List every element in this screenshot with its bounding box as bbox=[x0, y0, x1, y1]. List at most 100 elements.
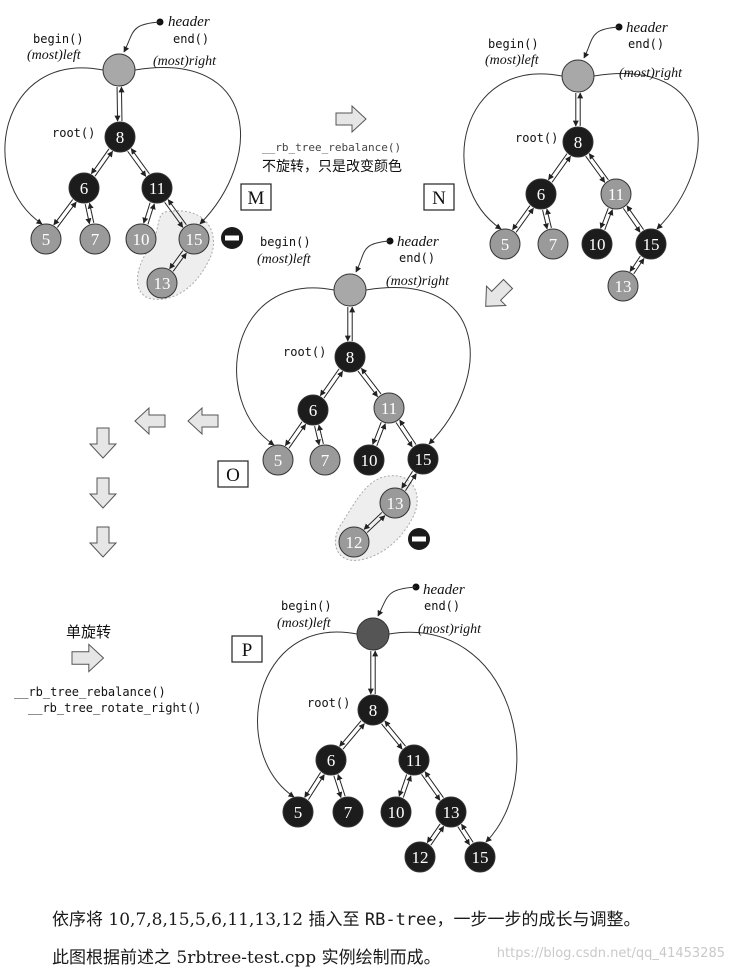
end-label-o: end() bbox=[399, 251, 435, 265]
tree-node-o-5 bbox=[262, 444, 294, 476]
step-m-box bbox=[240, 183, 272, 211]
tree-edge-p-6-up bbox=[342, 723, 365, 750]
tree-node-p-13-label: 13 bbox=[443, 803, 460, 822]
header-root-link-m-up bbox=[118, 86, 125, 121]
tree-node-p-8 bbox=[357, 694, 389, 726]
tree-edge-m-10-up bbox=[147, 203, 156, 225]
tree-edge-n-7-down bbox=[542, 209, 549, 230]
tree-node-m-8 bbox=[104, 121, 136, 153]
most-left-label-m: (most)left bbox=[27, 48, 82, 63]
tree-edge-n-15-up bbox=[626, 205, 645, 230]
tree-edge-n-7-up bbox=[545, 208, 552, 229]
tree-edge-o-13-down bbox=[401, 471, 413, 489]
tree-node-o-10-label: 10 bbox=[361, 451, 378, 470]
tree-node-n-15-label: 15 bbox=[643, 235, 660, 254]
tree-node-m-6 bbox=[68, 172, 100, 204]
tree-edge-o-5-up bbox=[288, 423, 307, 449]
tree-edge-n-11-down bbox=[585, 155, 606, 183]
tree-edge-n-5-down bbox=[512, 205, 531, 231]
tree-edge-o-12-down bbox=[363, 512, 383, 530]
block-arrow-down-1 bbox=[88, 427, 118, 459]
tree-node-n-13 bbox=[607, 270, 639, 302]
tree-node-o-11 bbox=[373, 392, 405, 424]
tree-node-p-7-label: 7 bbox=[344, 803, 353, 822]
tree-node-o-13-label: 13 bbox=[387, 494, 404, 513]
tree-edge-p-7-down bbox=[333, 775, 343, 799]
tree-edge-p-12-up bbox=[430, 825, 445, 846]
minus-marker-o-bar bbox=[412, 536, 426, 542]
header-pointer-m bbox=[123, 21, 161, 53]
step-p-letter: P bbox=[242, 640, 253, 661]
tree-node-m-10-label: 10 bbox=[133, 230, 150, 249]
header-pointer-o bbox=[355, 240, 391, 273]
tree-node-n-6 bbox=[525, 178, 557, 210]
tree-edge-m-7-up bbox=[87, 202, 95, 224]
tree-node-p-15-label: 15 bbox=[472, 848, 489, 867]
note-color-change: 不旋转，只是改变颜色 bbox=[262, 158, 402, 175]
tree-node-m-13-label: 13 bbox=[154, 274, 171, 293]
block-arrow-n-to-o bbox=[485, 278, 514, 307]
header-label-m: header bbox=[168, 14, 210, 30]
tree-node-o-7 bbox=[309, 444, 341, 476]
tree-node-o-5-label: 5 bbox=[274, 451, 283, 470]
most-right-label-m: (most)right bbox=[153, 54, 217, 69]
block-arrow-o-left-2 bbox=[134, 406, 166, 436]
tree-node-n-10-label: 10 bbox=[589, 235, 606, 254]
tree-node-m-15-label: 15 bbox=[186, 230, 203, 249]
caption-line-1-suffix: ，一步一步的成长与调整。 bbox=[436, 910, 641, 930]
most-left-label-n: (most)left bbox=[485, 53, 540, 68]
tree-node-p-5 bbox=[282, 796, 314, 828]
tree-edge-m-15-down bbox=[164, 201, 184, 228]
tree-edge-o-7-up bbox=[317, 424, 324, 445]
tree-edge-o-15-down bbox=[395, 422, 413, 448]
root-label-m: root() bbox=[52, 126, 95, 140]
tree-edge-m-15-up bbox=[167, 199, 187, 226]
step-o-letter: O bbox=[226, 465, 240, 486]
tree-node-m-11-label: 11 bbox=[149, 179, 165, 198]
end-label-m: end() bbox=[173, 32, 209, 46]
tree-node-p-15 bbox=[464, 841, 496, 873]
tree-node-m-13 bbox=[146, 267, 178, 299]
begin-label-p: begin() bbox=[281, 599, 332, 613]
tree-edge-n-10-down bbox=[599, 207, 609, 229]
tree-node-p-10-label: 10 bbox=[388, 803, 405, 822]
most-left-label-o: (most)left bbox=[257, 252, 312, 267]
block-arrow-down-3 bbox=[88, 526, 118, 558]
tree-node-n-6-label: 6 bbox=[537, 185, 546, 204]
tree-node-p-10 bbox=[380, 796, 412, 828]
step-n-box bbox=[423, 183, 455, 211]
note-single-rotation: 单旋转 bbox=[66, 623, 111, 641]
tree-node-p-8-label: 8 bbox=[369, 701, 378, 720]
tree-node-n-7-label: 7 bbox=[549, 235, 558, 254]
tree-edge-o-10-down bbox=[371, 421, 382, 445]
step-o-box bbox=[217, 460, 249, 488]
tree-edge-n-13-down bbox=[629, 255, 641, 272]
tree-edge-p-13-up bbox=[424, 771, 444, 798]
tree-edge-n-5-up bbox=[515, 207, 534, 233]
tree-edge-o-5-down bbox=[284, 421, 303, 447]
tree-edge-o-11-up bbox=[361, 367, 382, 395]
rightmost-link-m bbox=[134, 67, 241, 225]
tree-node-n-5 bbox=[489, 228, 521, 260]
begin-label-n: begin() bbox=[488, 37, 539, 51]
tree-edge-p-11-up bbox=[384, 720, 406, 747]
step-n-letter: N bbox=[432, 188, 446, 209]
tree-node-p-12-label: 12 bbox=[412, 848, 429, 867]
tree-edge-m-6-down bbox=[91, 148, 110, 175]
tree-edge-m-10-down bbox=[142, 202, 151, 224]
block-arrow-m-to-n bbox=[335, 104, 367, 134]
tree-node-o-11-label: 11 bbox=[381, 399, 397, 418]
note-rebalance-op: __rb_tree_rebalance() bbox=[14, 685, 166, 699]
block-arrow-o-left-1 bbox=[187, 406, 219, 436]
rightmost-link-p bbox=[388, 631, 518, 843]
root-label-p: root() bbox=[307, 696, 350, 710]
step-m-letter: M bbox=[248, 188, 265, 209]
header-root-link-m-down bbox=[114, 87, 121, 122]
tree-edge-p-7-up bbox=[336, 773, 346, 797]
tree-node-m-10 bbox=[125, 223, 157, 255]
tree-node-m-7-label: 7 bbox=[91, 230, 100, 249]
leftmost-link-p bbox=[257, 631, 358, 798]
minus-marker-m-bar bbox=[225, 235, 239, 241]
header-pointer-p bbox=[377, 586, 417, 617]
header-label-n: header bbox=[626, 20, 668, 36]
